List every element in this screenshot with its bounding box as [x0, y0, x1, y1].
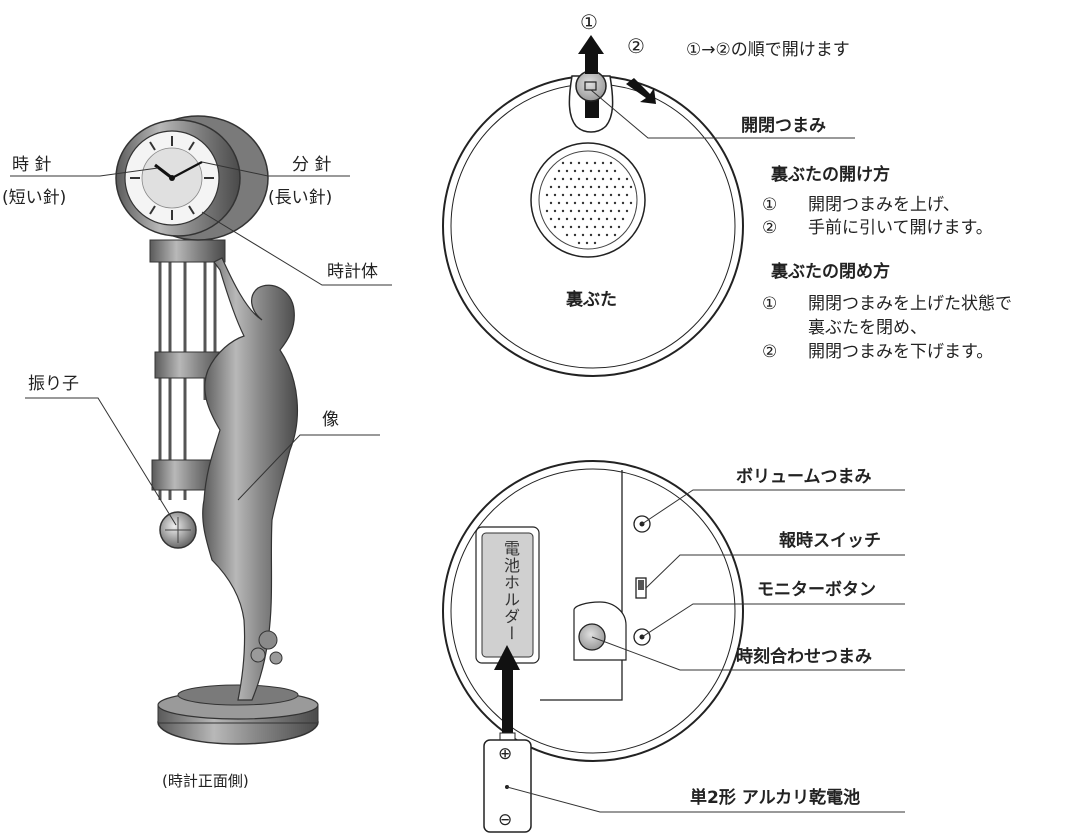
close-step-2-text: 開閉つまみを下げます。 — [808, 342, 994, 362]
leader-hour-hand — [10, 167, 159, 177]
leader-pendulum — [25, 397, 177, 526]
close-title: 裏ぶたの閉め方 — [771, 262, 890, 282]
label-knob: 開閉つまみ — [741, 116, 826, 136]
leader-volume — [641, 489, 905, 525]
label-pendulum: 振り子 — [28, 374, 79, 394]
label-chime-switch: 報時スイッチ — [779, 531, 881, 551]
battery-holder-label: 電池ホルダー — [501, 540, 520, 642]
leader-battery — [506, 786, 905, 813]
clock-figure — [10, 115, 392, 745]
hour-hand-shape — [154, 163, 173, 180]
arrow-diag — [626, 78, 656, 104]
open-close-knob — [575, 70, 607, 102]
caption-front: (時計正面側) — [162, 772, 249, 790]
leader-minute-hand — [201, 161, 350, 177]
leader-clock-body — [201, 211, 392, 286]
open-step-1-num: ① — [762, 195, 778, 215]
label-clock-body: 時計体 — [327, 262, 378, 282]
label-hour-hand-sub: (短い針) — [2, 188, 67, 208]
leader-statue — [237, 434, 380, 501]
statue-shape — [202, 257, 298, 701]
leader-knob — [590, 89, 855, 139]
label-hour-hand: 時 針 — [12, 155, 52, 175]
open-step-2-text: 手前に引いて開けます。 — [808, 218, 993, 238]
leader-chime — [645, 554, 905, 589]
close-step-1-text2: 裏ぶたを閉め、 — [808, 318, 927, 338]
battery-minus: ⊖ — [498, 810, 513, 830]
mechanism-figure — [442, 460, 905, 833]
open-title: 裏ぶたの開け方 — [771, 165, 890, 185]
label-battery: 単2形 アルカリ乾電池 — [690, 788, 861, 808]
marker-step2: ② — [627, 34, 645, 58]
open-step-2-num: ② — [762, 218, 778, 238]
leader-monitor — [641, 603, 905, 638]
label-monitor-button: モニターボタン — [757, 580, 876, 600]
label-statue: 像 — [322, 410, 339, 430]
back-cover-figure — [442, 35, 855, 377]
label-time-set-knob: 時刻合わせつまみ — [736, 647, 872, 667]
close-step-2-num: ② — [762, 342, 778, 362]
label-volume-knob: ボリュームつまみ — [736, 467, 872, 487]
minute-hand-shape — [171, 161, 203, 179]
label-back-cover: 裏ぶた — [566, 290, 617, 310]
arrow-up — [578, 35, 604, 54]
order-note: ①→②の順で開けます — [686, 40, 850, 60]
leader-timeset — [591, 636, 905, 671]
close-step-1-num: ① — [762, 294, 778, 314]
close-step-1-text: 開閉つまみを上げた状態で — [808, 294, 1012, 314]
battery-plus: ⊕ — [498, 744, 513, 764]
open-step-1-text: 開閉つまみを上げ、 — [808, 195, 960, 215]
label-minute-hand: 分 針 — [292, 155, 332, 175]
marker-step1: ① — [580, 10, 598, 34]
label-minute-hand-sub: (長い針) — [268, 188, 333, 208]
